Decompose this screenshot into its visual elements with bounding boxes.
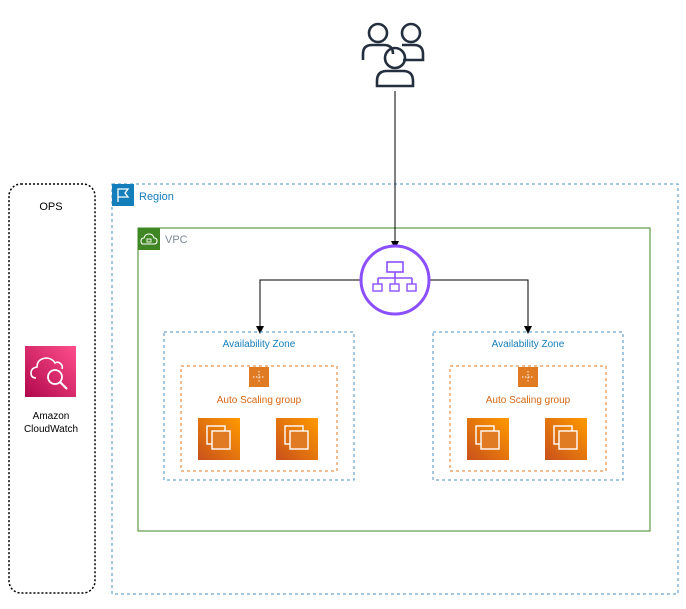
auto-scaling-group-1-label: Auto Scaling group: [217, 395, 302, 406]
connectors: [256, 91, 532, 334]
auto-scaling-group-2: [449, 365, 607, 472]
auto-scaling-2-icon: [518, 367, 538, 387]
availability-zone-2-label: Availability Zone: [492, 339, 565, 350]
availability-zone-1: Availability Zone Auto Scaling group: [163, 331, 355, 481]
vpc-group: VPC: [137, 227, 651, 532]
cloudwatch-icon: [25, 346, 76, 397]
ec2-instance-icon: [545, 418, 587, 460]
cloudwatch-label-line2: CloudWatch: [24, 424, 78, 435]
elb-to-zone2-connector: [429, 279, 532, 334]
cloudwatch-label-line1: Amazon: [33, 411, 70, 422]
vpc-label: VPC: [165, 234, 188, 246]
elastic-load-balancer-icon: [359, 244, 431, 316]
ops-group: OPS: [8, 183, 96, 594]
availability-zone-1-label: Availability Zone: [223, 339, 296, 350]
ec2-instance-icon: [467, 418, 509, 460]
ec2-instance-icon: [198, 418, 240, 460]
availability-zone-2: Availability Zone Auto Scaling group: [432, 331, 624, 481]
ec2-instance-icon: [276, 418, 318, 460]
ops-title: OPS: [39, 201, 62, 213]
users-icon: [361, 22, 425, 88]
elb-to-zone1-connector: [256, 279, 361, 334]
region-flag-icon: [112, 184, 134, 206]
auto-scaling-group-1: [180, 365, 338, 472]
auto-scaling-1-icon: [249, 367, 269, 387]
region-label: Region: [139, 191, 174, 203]
vpc-cloud-icon: [138, 228, 160, 250]
auto-scaling-group-2-label: Auto Scaling group: [486, 395, 571, 406]
